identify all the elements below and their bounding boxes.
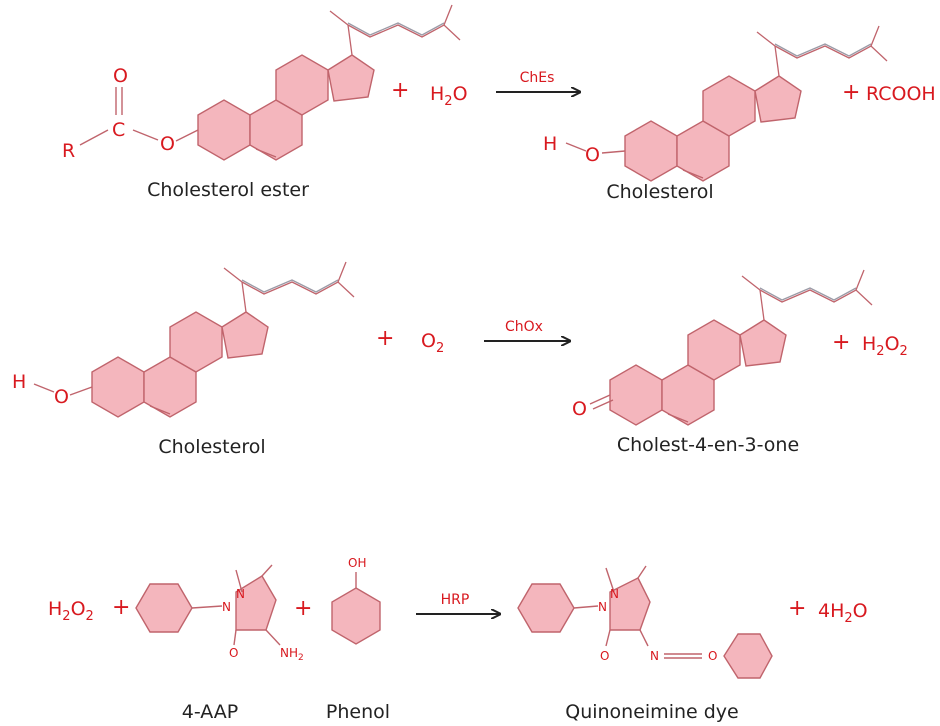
enzyme-label-chox: ChOx [505,319,543,335]
carbonyl-carbon-atom: C [112,119,125,141]
hydrogen-atom: H [543,133,557,155]
imine-nitrogen-atom: N [650,649,659,663]
plus-sign: + [112,595,130,620]
quinone-oxygen-atom: O [708,649,717,663]
cholesterol-reactant-caption: Cholesterol [158,436,265,458]
cholesterol-reactant-molecule: H O [12,261,355,418]
ketone-oxygen-atom: O [572,398,587,420]
enzyme-label-ches: ChEs [520,70,555,86]
hydroxyl-oxygen-atom: O [585,144,600,166]
hydroxyl-oxygen-atom: O [54,386,69,408]
nitrogen-atom: N [610,587,619,601]
amine-group: NH2 [280,646,304,663]
phenol-molecule: OH [331,556,381,645]
carbonyl-oxygen-atom: O [600,649,609,663]
4-aap-molecule: N N O NH2 [135,564,304,663]
cholesterol-product-molecule: H O [543,25,888,182]
4-aap-caption: 4-AAP [182,701,239,723]
hydrogen-peroxide-formula: H2O2 [862,333,908,359]
plus-sign: + [294,596,312,621]
cholesterol-ester-caption: Cholesterol ester [147,179,309,201]
cholestenone-caption: Cholest-4-en-3-one [617,434,799,456]
plus-sign: + [788,596,806,621]
cholesterol-ester-molecule: O C R O [62,4,461,162]
quinoneimine-dye-molecule: N N O N O [517,565,773,679]
plus-sign: + [391,78,409,103]
nitrogen-atom: N [222,600,231,614]
carbonyl-oxygen-atom: O [229,646,238,660]
plus-sign: + [832,330,850,355]
cholesterol-product-caption: Cholesterol [606,181,713,203]
hydroxyl-group: OH [348,556,366,570]
carbonyl-oxygen-atom: O [113,65,128,87]
enzyme-label-hrp: HRP [441,592,470,608]
water-formula: 4H2O [818,600,868,626]
oxygen-formula: O2 [421,330,444,356]
hydrogen-peroxide-formula: H2O2 [48,598,94,624]
water-formula: H2O [430,83,468,109]
nitrogen-atom: N [236,587,245,601]
cholestenone-molecule: O [572,269,873,426]
rcooh-formula: RCOOH [866,83,936,105]
ester-oxygen-atom: O [160,133,175,155]
phenol-caption: Phenol [326,701,390,723]
plus-sign: + [376,326,394,351]
nitrogen-atom: N [598,600,607,614]
quinoneimine-dye-caption: Quinoneimine dye [565,701,739,723]
hydrogen-atom: H [12,371,26,393]
plus-sign: + [842,80,860,105]
r-group-label: R [62,140,75,162]
